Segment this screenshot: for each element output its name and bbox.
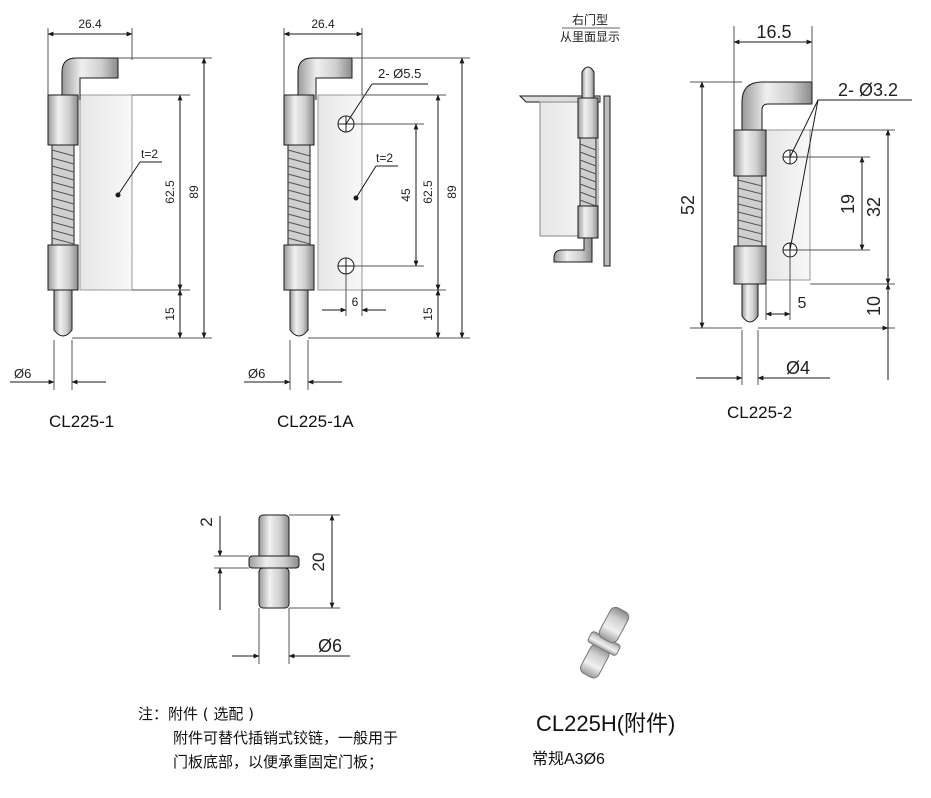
lower-barrel: [733, 245, 767, 285]
note-line-3: 门板底部，以便承重固定门板；: [173, 753, 384, 771]
cl225-1a-dim-thickness: t=2: [376, 151, 393, 165]
cl225-2-dims-text: 16.5 2- Ø3.2 52 19 32 10 5 Ø4: [678, 22, 898, 378]
cl225-2-dim-holes: 2- Ø3.2: [838, 80, 898, 100]
cl225-1a-dim-dia: Ø6: [248, 366, 265, 381]
cl225-1a-dim-total: 89: [445, 185, 459, 199]
cl225-1a-dim-body: 62.5: [421, 180, 435, 204]
cl225-1a-dim-pin: 15: [421, 307, 435, 321]
cl225-1a-dim-holes-spacing: 45: [399, 188, 413, 202]
accessory-photo: [580, 606, 630, 679]
cl225-1-dim-thickness: t=2: [141, 147, 158, 161]
cl225-2-drawing: [690, 26, 912, 385]
accessory-shoulder: [248, 555, 300, 569]
cl225-1-dim-pin: 15: [163, 307, 177, 321]
cl225-2-dim-offset: 5: [798, 295, 807, 312]
pin: [53, 289, 73, 337]
cl225-2-dim-pin: 10: [864, 296, 884, 316]
upper-barrel: [733, 129, 767, 177]
right-door-line2: 从里面显示: [560, 30, 620, 44]
cl225-1-dim-total: 89: [187, 185, 201, 199]
cl225-1-dim-body: 62.5: [163, 180, 177, 204]
note-line-2: 附件可替代插销式铰链，一般用于: [173, 729, 399, 747]
accessory-lower-shaft: [258, 567, 290, 609]
accessory-drawing: [214, 514, 350, 664]
cl225-1a-dims-text: 26.4 2- Ø5.5 t=2 45 62.5 89 15 6 Ø6: [248, 17, 459, 381]
upper-barrel: [47, 94, 79, 146]
note-block: 注：附件 ( 选配 ) 附件可替代插销式铰链，一般用于 门板底部，以便承重固定门…: [138, 702, 398, 774]
pin: [289, 289, 309, 337]
cl225-1-dim-width: 26.4: [78, 17, 102, 31]
spring: [737, 175, 763, 247]
right-door-view: [518, 66, 611, 267]
cl225-1a-drawing: [244, 28, 470, 390]
cl225-1a-dim-width: 26.4: [311, 17, 335, 31]
note-line-1: 注：附件 ( 选配 ): [138, 705, 255, 723]
right-door-caption: 右门型 从里面显示: [560, 12, 620, 44]
accessory-upper-shaft: [258, 514, 290, 562]
right-door-line1: 右门型: [572, 12, 608, 27]
accessory-dim-length: 20: [309, 553, 328, 572]
cl225-1-label: CL225-1: [49, 412, 115, 431]
accessory-subtitle: 常规A3Ø6: [532, 751, 605, 768]
cl225-2-dim-holes-spacing: 19: [838, 194, 858, 214]
cl225-2-label: CL225-2: [727, 403, 793, 422]
cl225-1a-dim-offset: 6: [352, 295, 359, 309]
cl225-1a-dim-holes: 2- Ø5.5: [378, 66, 421, 81]
pin: [741, 283, 759, 323]
cl225-2-dim-width: 16.5: [756, 22, 791, 42]
cl225-2-dim-total: 52: [678, 195, 698, 215]
cl225-1a-label: CL225-1A: [277, 412, 354, 431]
accessory-dims-text: 2 20 Ø6: [197, 517, 342, 656]
upper-barrel: [283, 94, 315, 146]
cl225-1-dims-text: 26.4 t=2 62.5 89 15 Ø6: [14, 17, 201, 381]
accessory-title: CL225H(附件): [536, 711, 676, 736]
accessory-dim-dia: Ø6: [318, 636, 342, 656]
lower-barrel: [47, 244, 79, 291]
accessory-dim-shoulder: 2: [197, 517, 216, 526]
cl225-1-drawing: [10, 28, 212, 390]
cl225-2-dim-body: 32: [864, 197, 884, 217]
cl225-2-dim-dia: Ø4: [786, 358, 810, 378]
hinge-plate: [79, 94, 133, 291]
lower-barrel: [283, 244, 315, 291]
cl225-1-dim-dia: Ø6: [14, 366, 31, 381]
